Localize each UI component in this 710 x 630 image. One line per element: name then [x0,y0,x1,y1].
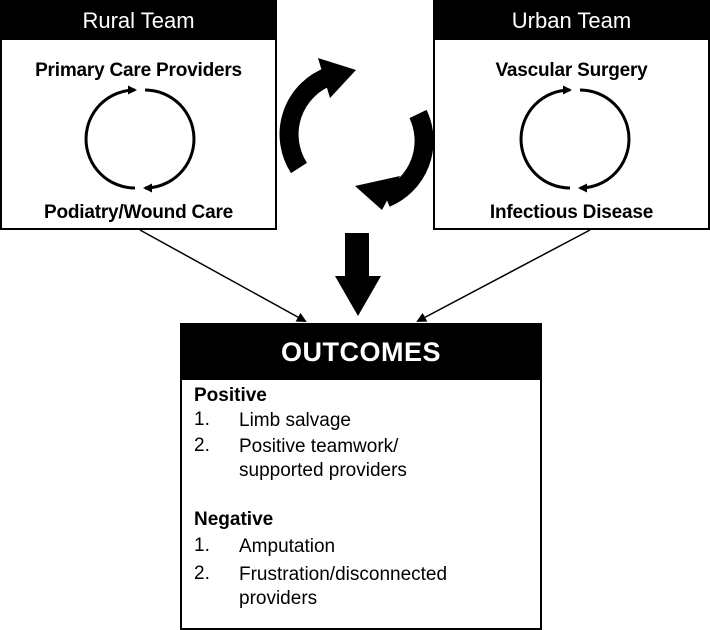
negative-item-1: 1. Amputation [194,535,335,559]
negative-item-2: 2. Frustration/disconnected providers [194,563,447,611]
rural-cycle-icon [84,85,196,193]
rural-member-podiatry: Podiatry/Wound Care [43,202,234,223]
rural-team-title: Rural Team [2,2,275,40]
outcomes-box: OUTCOMES Positive 1. Limb salvage 2. Posit… [180,323,542,630]
positive-item-1-number: 1. [194,409,210,430]
urban-to-outcomes-arrow [416,229,591,322]
negative-item-1-number: 1. [194,535,210,556]
urban-member-infectious-disease: Infectious Disease [489,202,654,223]
urban-cycle-icon [519,85,631,193]
positive-heading: Positive [194,385,267,406]
positive-item-1: 1. Limb salvage [194,409,351,433]
negative-item-2-text-line1: Frustration/disconnected [239,564,448,585]
negative-item-1-text: Amputation [239,536,336,557]
urban-team-title: Urban Team [435,2,708,40]
rural-member-primary-care: Primary Care Providers [35,60,242,81]
positive-item-2-text-line1: Positive teamwork/ [239,436,399,457]
positive-item-2: 2. Positive teamwork/supported providers [194,435,407,483]
negative-item-2-text-line2: providers [239,588,318,609]
rural-to-outcomes-arrow [139,229,307,322]
rural-team-box: Rural Team Primary Care Providers Podiat… [0,0,277,230]
central-down-arrow [335,233,381,316]
positive-item-2-number: 2. [194,435,210,456]
negative-item-2-number: 2. [194,563,210,584]
negative-heading: Negative [194,509,274,530]
urban-team-box: Urban Team Vascular Surgery Infectious D… [433,0,710,230]
urban-member-vascular-surgery: Vascular Surgery [495,60,648,81]
central-cycle-icon [279,58,434,210]
positive-item-2-text-line2: supported providers [239,460,407,481]
positive-item-1-text: Limb salvage [239,410,351,431]
outcomes-title: OUTCOMES [182,325,540,380]
